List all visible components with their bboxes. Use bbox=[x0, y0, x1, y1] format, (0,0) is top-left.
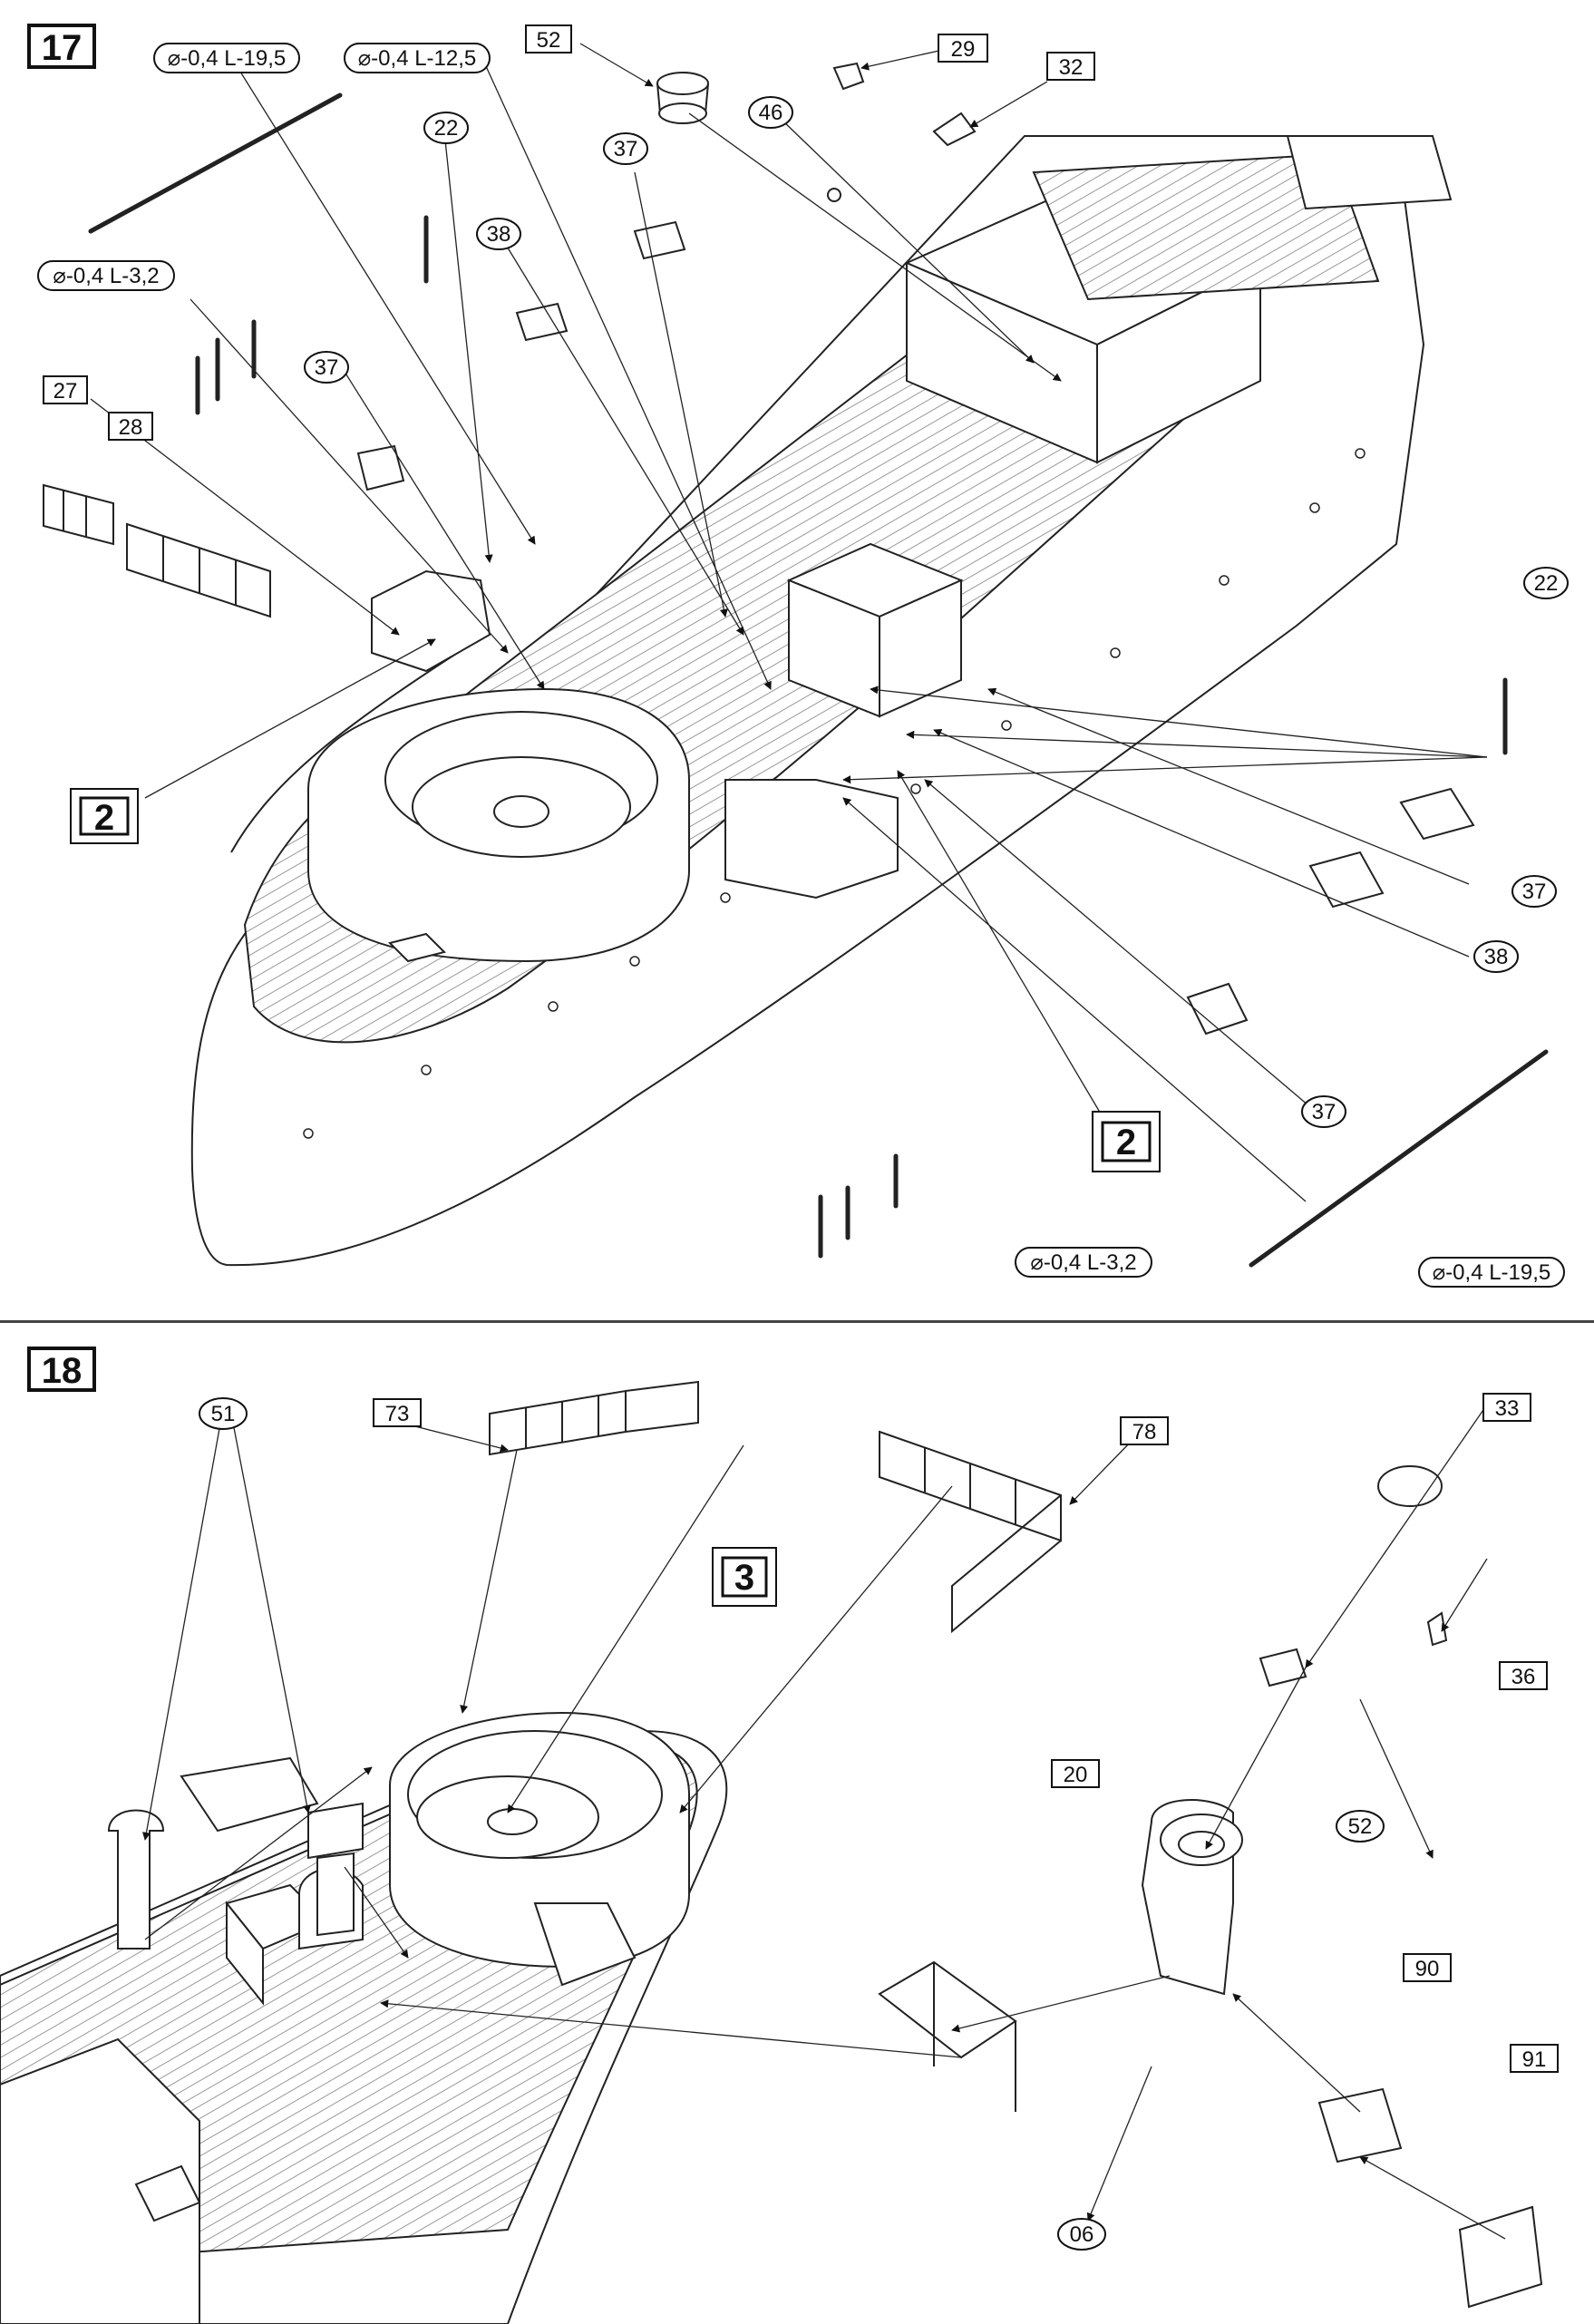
part-36-label: 36 bbox=[1499, 1661, 1548, 1690]
leader-lines-18 bbox=[141, 1404, 1506, 2240]
part-33-label: 33 bbox=[1482, 1393, 1531, 1422]
part-90-label: 90 bbox=[1403, 1953, 1452, 1982]
superstructure-17 bbox=[786, 135, 1453, 718]
part-37b-label: 37 bbox=[304, 351, 349, 384]
subassembly-2b-label: 2 bbox=[1092, 1111, 1161, 1172]
part-38b-label: 38 bbox=[1473, 940, 1519, 973]
svg-text:2: 2 bbox=[1116, 1123, 1136, 1162]
dim-callout-rod-mid: ⌀-0,4 L-12,5 bbox=[344, 43, 491, 73]
svg-text:3: 3 bbox=[734, 1558, 754, 1598]
part-27-label: 27 bbox=[43, 375, 88, 404]
brass-rods-17 bbox=[88, 92, 1549, 1268]
svg-text:46: 46 bbox=[759, 101, 783, 125]
part-73-label: 73 bbox=[373, 1398, 422, 1427]
part-32-label: 32 bbox=[1046, 52, 1095, 81]
subassembly-2a-label: 2 bbox=[70, 788, 139, 844]
dim-callout-rod-long: ⌀-0,4 L-19,5 bbox=[153, 43, 300, 73]
svg-text:37: 37 bbox=[614, 137, 638, 161]
svg-text:32: 32 bbox=[1059, 55, 1084, 80]
svg-text:22: 22 bbox=[434, 116, 459, 141]
dim-callout-rod-long-b: ⌀-0,4 L-19,5 bbox=[1418, 1257, 1565, 1288]
svg-text:38: 38 bbox=[1484, 945, 1509, 969]
svg-text:91: 91 bbox=[1522, 2047, 1547, 2072]
svg-text:20: 20 bbox=[1064, 1763, 1088, 1787]
svg-text:51: 51 bbox=[211, 1402, 236, 1426]
separate-parts-18 bbox=[107, 1465, 1543, 2309]
part-52-label-18: 52 bbox=[1336, 1810, 1385, 1843]
svg-text:⌀-0,4 L-19,5: ⌀-0,4 L-19,5 bbox=[168, 46, 287, 71]
railings-18 bbox=[489, 1380, 1062, 1634]
dim-callout-rod-short: ⌀-0,4 L-3,2 bbox=[37, 260, 175, 291]
deck-fittings-17 bbox=[371, 569, 899, 963]
part-22a-label: 22 bbox=[423, 112, 469, 144]
part-20-label: 20 bbox=[1051, 1759, 1100, 1788]
part-06-label: 06 bbox=[1057, 2218, 1106, 2251]
part-37d-label: 37 bbox=[1301, 1095, 1346, 1128]
step-18-number: 18 bbox=[27, 1347, 96, 1392]
part-28-label: 28 bbox=[108, 412, 153, 441]
svg-text:52: 52 bbox=[537, 28, 561, 53]
svg-text:73: 73 bbox=[385, 1402, 410, 1426]
part-78-label: 78 bbox=[1120, 1416, 1169, 1445]
svg-text:33: 33 bbox=[1495, 1396, 1520, 1421]
svg-text:78: 78 bbox=[1132, 1420, 1157, 1444]
svg-text:90: 90 bbox=[1415, 1957, 1440, 1981]
gun-tub-17 bbox=[307, 687, 690, 963]
svg-text:28: 28 bbox=[119, 415, 143, 440]
svg-text:⌀-0,4 L-12,5: ⌀-0,4 L-12,5 bbox=[358, 46, 477, 71]
svg-text:29: 29 bbox=[951, 37, 976, 62]
assembly-step-17: ⌀-0,4 L-19,5 ⌀-0,4 L-12,5 ⌀-0,4 L-3,2 ⌀-… bbox=[27, 24, 1569, 1288]
svg-text:52: 52 bbox=[1348, 1814, 1373, 1839]
part-37c-label: 37 bbox=[1511, 875, 1557, 908]
svg-text:27: 27 bbox=[53, 379, 78, 404]
railings-17 bbox=[43, 483, 271, 618]
step-18-drawing: 18 51 73 78 33 36 52 20 90 91 06 bbox=[0, 1347, 1559, 2324]
part-37a-label: 37 bbox=[603, 132, 648, 165]
part-22b-label: 22 bbox=[1523, 567, 1569, 599]
step-17-number: 17 bbox=[27, 24, 96, 69]
svg-text:22: 22 bbox=[1534, 571, 1559, 596]
assembly-step-18: 18 51 73 78 33 36 52 20 90 91 06 bbox=[0, 1320, 1594, 2324]
part-46-label: 46 bbox=[748, 96, 793, 129]
part-51-label: 51 bbox=[199, 1397, 248, 1430]
gun-tub-18 bbox=[180, 1711, 690, 1987]
svg-text:37: 37 bbox=[1522, 880, 1547, 904]
step-17-drawing: ⌀-0,4 L-19,5 ⌀-0,4 L-12,5 ⌀-0,4 L-3,2 ⌀-… bbox=[27, 24, 1569, 1288]
svg-text:18: 18 bbox=[42, 1351, 83, 1391]
svg-text:⌀-0,4 L-3,2: ⌀-0,4 L-3,2 bbox=[1030, 1250, 1136, 1275]
small-parts-17 bbox=[356, 62, 1475, 1036]
svg-text:17: 17 bbox=[42, 28, 83, 68]
svg-text:37: 37 bbox=[315, 355, 339, 380]
svg-text:06: 06 bbox=[1070, 2222, 1094, 2247]
part-29-label: 29 bbox=[938, 34, 988, 63]
svg-text:2: 2 bbox=[94, 798, 114, 838]
svg-text:⌀-0,4 L-19,5: ⌀-0,4 L-19,5 bbox=[1433, 1260, 1551, 1285]
deck-structures-18 bbox=[0, 1868, 364, 2324]
dim-callout-rod-short-b: ⌀-0,4 L-3,2 bbox=[1015, 1247, 1152, 1278]
subassembly-3-label: 3 bbox=[712, 1547, 777, 1607]
svg-text:37: 37 bbox=[1312, 1100, 1336, 1124]
portholes-17 bbox=[303, 448, 1366, 1139]
svg-text:38: 38 bbox=[487, 222, 511, 247]
part-91-label: 91 bbox=[1510, 2044, 1559, 2073]
leader-lines-17 bbox=[90, 43, 1488, 1202]
part-38a-label: 38 bbox=[476, 218, 521, 250]
svg-text:⌀-0,4 L-3,2: ⌀-0,4 L-3,2 bbox=[53, 264, 159, 288]
part-52-label: 52 bbox=[525, 24, 572, 53]
svg-text:36: 36 bbox=[1511, 1665, 1536, 1689]
